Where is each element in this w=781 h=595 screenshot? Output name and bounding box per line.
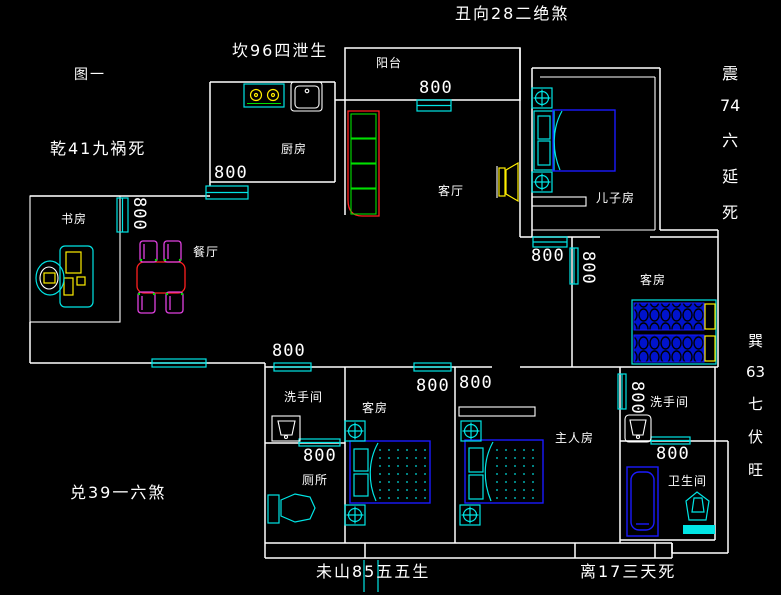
kitchen-sink-icon	[290, 81, 323, 112]
window-washroom-right-vertical	[617, 373, 627, 410]
annotation-char: 死	[722, 203, 739, 222]
window-guest-bottom	[413, 362, 452, 372]
room-label-master-room: 主人房	[555, 431, 595, 445]
annotation-bottom-left: 兑39一六煞	[70, 483, 167, 502]
closet-shelves	[458, 196, 587, 417]
dimension-washroom-top: 800	[272, 341, 306, 361]
dining-chair	[139, 240, 158, 263]
room-label-guest-bottom: 客房	[362, 401, 389, 415]
fan-icon	[531, 87, 553, 109]
bathtub-icon	[626, 466, 659, 537]
window-study-dining	[116, 197, 129, 233]
fan-icon	[344, 420, 366, 442]
annotation-right-top: 震 74 六 延 死	[720, 60, 740, 223]
annotation-char: 震	[722, 64, 739, 83]
plant-shelf	[347, 110, 380, 217]
master-wardrobe	[458, 406, 536, 417]
bed-master	[464, 439, 544, 504]
room-label-kitchen: 厨房	[281, 142, 308, 156]
twin-beds-guest-right	[631, 299, 717, 365]
dimension-corridor-v: 800	[578, 251, 598, 285]
dimension-balcony: 800	[419, 78, 453, 98]
dimension-corridor-h: 800	[531, 246, 565, 266]
bathroom-toilet-icon	[683, 491, 715, 534]
window-kitchen	[205, 185, 249, 200]
annotation-char: 74	[720, 96, 741, 115]
room-label-living-room: 客厅	[438, 184, 465, 198]
room-label-guest-right: 客房	[640, 273, 667, 287]
annotation-right-mid: 巽 63 七 伏 旺	[746, 330, 765, 480]
dimension-washroom-right: 800	[627, 381, 647, 415]
bed-son-room	[533, 109, 616, 172]
window-washroom-left-bottom	[298, 438, 341, 447]
fan-icon	[531, 171, 553, 193]
fan-icon	[344, 504, 366, 526]
window-washroom-left	[273, 362, 312, 372]
window-bathroom	[650, 436, 691, 445]
tv-speaker-icon	[496, 161, 519, 203]
dining-chair	[137, 291, 156, 314]
room-label-son-room: 儿子房	[596, 191, 636, 205]
annotation-char: 六	[722, 131, 739, 150]
annotation-char: 巽	[748, 332, 764, 350]
dimension-dining-left: 800	[129, 197, 149, 231]
window-corridor-horizontal	[532, 236, 568, 248]
dining-set	[136, 240, 186, 314]
annotation-char: 延	[722, 167, 739, 186]
window-bottom-stub	[363, 560, 379, 592]
room-label-dining: 餐厅	[193, 245, 220, 259]
fan-icon	[459, 504, 481, 526]
annotation-char: 63	[746, 363, 766, 381]
room-label-washroom-left: 洗手间	[284, 390, 324, 404]
dining-chair	[165, 291, 184, 314]
annotation-top: 丑向28二绝煞	[455, 4, 570, 23]
bed-guest-bottom	[349, 440, 431, 504]
study-desk	[35, 245, 94, 308]
annotation-bottom-right: 离17三天死	[580, 562, 677, 581]
washroom-right-sink-icon	[624, 414, 652, 443]
figure-label: 图一	[74, 67, 106, 83]
son-room-closet	[531, 196, 587, 207]
room-label-balcony: 阳台	[376, 56, 403, 70]
room-label-toilet-room: 厕所	[302, 473, 329, 487]
window-balcony	[416, 99, 452, 112]
exterior-walls	[29, 47, 729, 559]
annotation-left: 乾41九祸死	[50, 139, 147, 158]
windows	[116, 99, 691, 592]
window-corridor-vertical	[569, 247, 579, 285]
dimension-guest-bottom: 800	[416, 376, 450, 396]
toilet-room-toilet-icon	[267, 493, 316, 524]
annotation-top-left: 坎96四泄生	[232, 41, 329, 60]
dimension-master: 800	[459, 373, 493, 393]
stove-icon	[243, 83, 285, 108]
room-label-bathroom: 卫生间	[668, 474, 708, 488]
annotation-char: 旺	[748, 461, 764, 479]
annotation-char: 七	[748, 395, 764, 413]
washroom-left-sink-icon	[271, 415, 301, 442]
room-label-study: 书房	[61, 212, 88, 226]
annotation-bottom-center: 未山85五五生	[316, 562, 431, 581]
dimension-bathroom: 800	[656, 444, 690, 464]
room-label-washroom-right: 洗手间	[650, 395, 690, 409]
dimension-kitchen: 800	[214, 163, 248, 183]
dimension-toilet: 800	[303, 446, 337, 466]
annotation-char: 伏	[748, 428, 764, 446]
fan-icon	[460, 420, 482, 442]
dining-chair	[163, 240, 182, 263]
window-bottom-left-wall	[151, 358, 207, 368]
